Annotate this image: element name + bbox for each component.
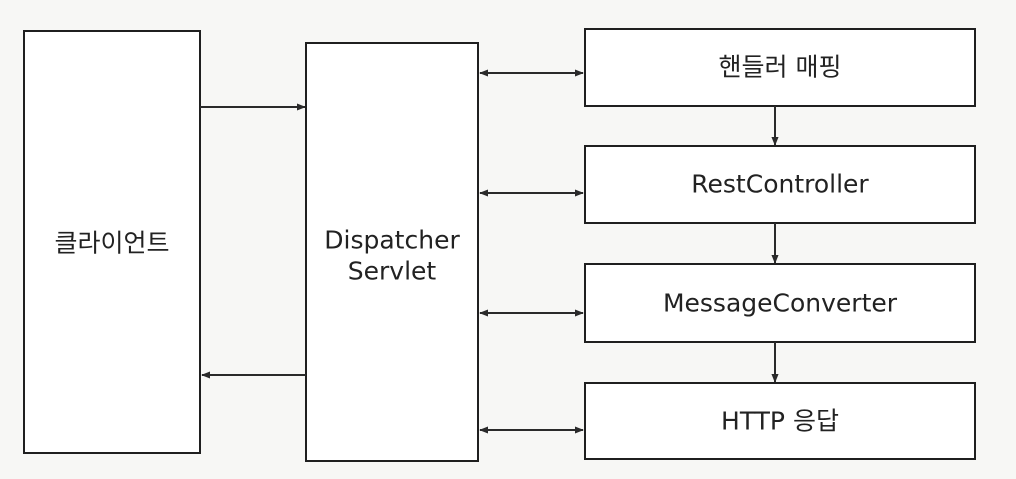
message-converter-label: MessageConverter (663, 289, 898, 318)
http-response-label: HTTP 응답 (721, 407, 839, 436)
rest-controller-box: RestController (584, 145, 976, 224)
handler-mapping-label: 핸들러 매핑 (719, 53, 842, 82)
http-response-box: HTTP 응답 (584, 382, 976, 460)
rest-controller-label: RestController (691, 170, 869, 199)
dispatcher-servlet-label-line1: Dispatcher (324, 226, 460, 255)
client-box: 클라이언트 (23, 30, 201, 454)
handler-mapping-box: 핸들러 매핑 (584, 28, 976, 107)
message-converter-box: MessageConverter (584, 263, 976, 343)
dispatcher-servlet-label-line2: Servlet (348, 257, 437, 286)
dispatcher-servlet-box: Dispatcher Servlet (305, 42, 479, 462)
client-label: 클라이언트 (54, 229, 169, 258)
